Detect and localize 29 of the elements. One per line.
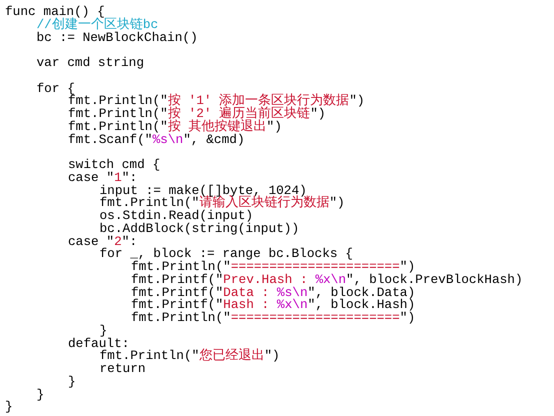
- code-line: fmt.Printf("Data : %s\n", block.Data): [131, 286, 416, 298]
- code-line: fmt.Scanf("%s\n", &cmd): [68, 132, 245, 146]
- code-line: fmt.Printf("Prev.Hash : %x\n", block.PrevBlockHash): [131, 272, 523, 286]
- code-line: bc := NewBlockChain(): [36, 30, 198, 44]
- code-line: }: [5, 400, 13, 414]
- code-line: var cmd string: [36, 56, 144, 69]
- code-line: }: [100, 324, 108, 337]
- code-line: fmt.Println("按 '2' 遍历当前区块链"): [68, 107, 326, 120]
- code-line: fmt.Println("按 '1' 添加一条区块行为数据"): [68, 94, 365, 108]
- code-line: case "2":: [68, 234, 138, 248]
- code-line: //创建一个区块链bc: [36, 18, 158, 31]
- code-line: input := make([]byte, 1024): [100, 184, 307, 196]
- code-line: for _, block := range bc.Blocks {: [100, 247, 353, 260]
- code-line: fmt.Println("按 其他按键退出"): [68, 120, 282, 133]
- code-line: switch cmd {: [68, 158, 160, 171]
- code-line: os.Stdin.Read(input): [100, 209, 254, 222]
- code-line: fmt.Println("您已经退出"): [100, 349, 280, 362]
- code-line: bc.AddBlock(string(input)): [100, 222, 300, 235]
- code-line: }: [68, 374, 76, 388]
- code-line: fmt.Println("======================"): [131, 311, 416, 324]
- code-line: default:: [68, 336, 130, 350]
- code-line: }: [36, 388, 44, 400]
- code-line: for {: [36, 82, 75, 94]
- code-line: fmt.Println("======================"): [131, 260, 416, 273]
- code-line: fmt.Println("请输入区块链行为数据"): [100, 196, 345, 210]
- code-line: case "1":: [68, 170, 138, 184]
- code-line: return: [100, 362, 146, 375]
- code-line: fmt.Printf("Hash : %x\n", block.Hash): [131, 298, 416, 312]
- code-line: func main() {: [5, 5, 105, 18]
